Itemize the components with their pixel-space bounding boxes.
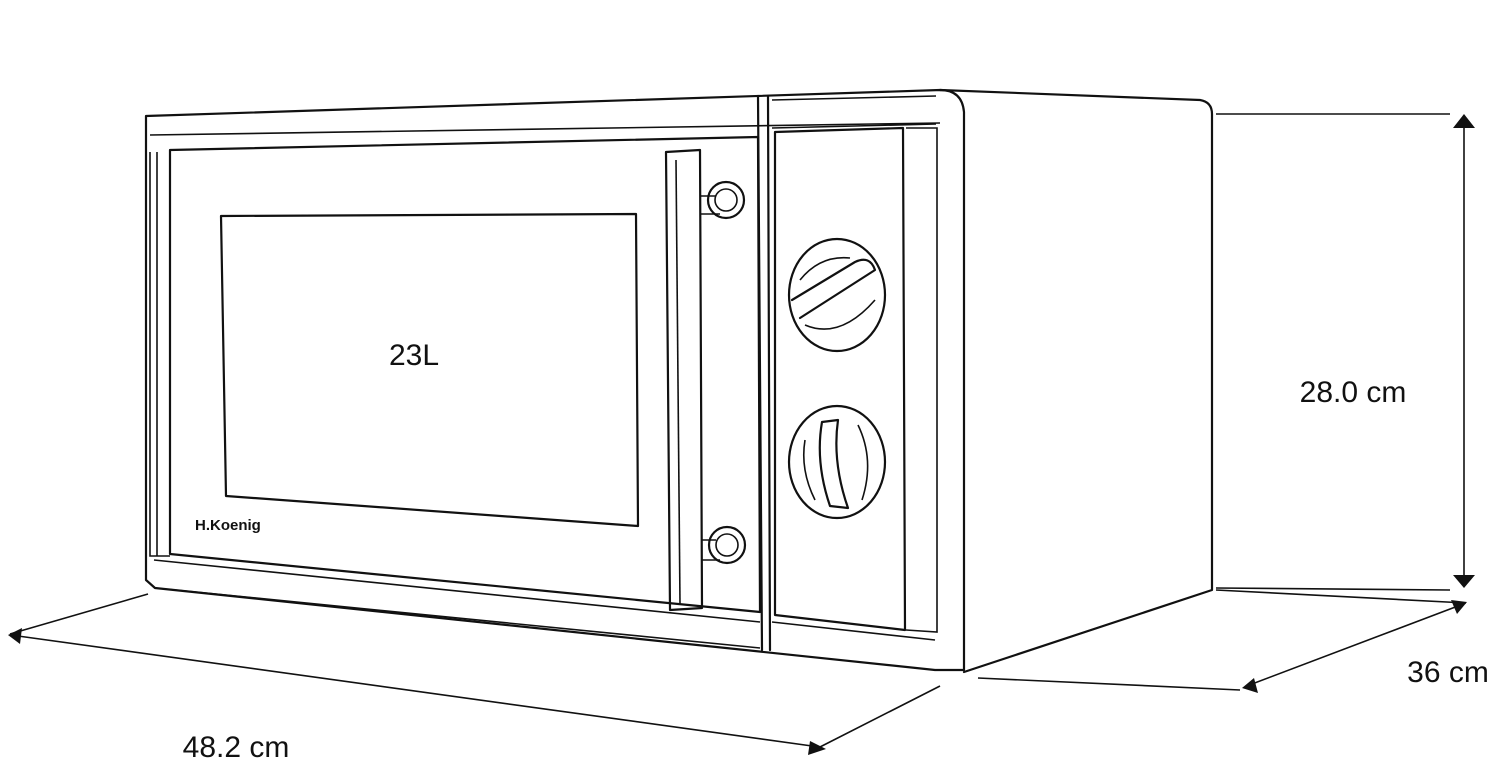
depth-dimension [977,589,1467,693]
capacity-label: 23L [389,339,439,372]
brand-logo: H.Koenig [195,517,261,534]
depth-arrow-left [1242,678,1258,693]
width-arrow-left [8,628,22,644]
microwave-outline [144,88,1214,674]
depth-arrow-right [1451,600,1467,614]
power-knob [787,237,887,353]
width-label: 48.2 cm [183,731,290,763]
width-dimension [8,593,941,755]
height-label: 28.0 cm [1300,376,1407,409]
depth-label: 36 cm [1407,656,1489,689]
height-dimension [1215,113,1475,591]
width-arrow-right [808,741,826,755]
timer-knob [787,404,887,520]
height-arrow-bottom [1453,575,1475,588]
height-arrow-top [1453,114,1475,128]
